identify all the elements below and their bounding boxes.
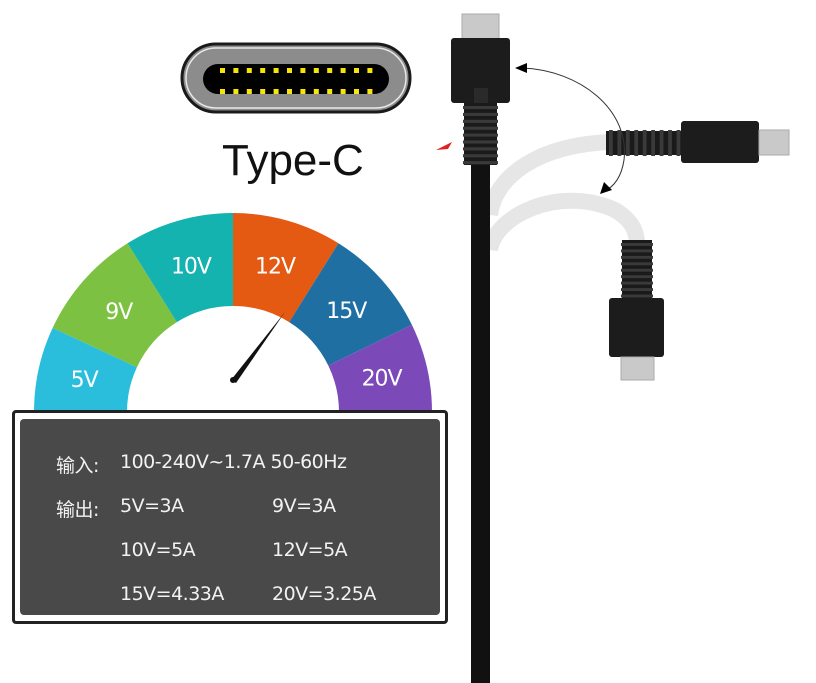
pin <box>340 89 346 94</box>
gauge-segment-label: 9V <box>105 300 133 325</box>
typec-label: Type-C <box>222 136 364 185</box>
output-value: 5V=3A <box>120 495 184 517</box>
rib <box>621 249 653 253</box>
rib <box>634 130 639 156</box>
rib <box>621 294 653 298</box>
gauge-segment-label: 15V <box>326 299 367 324</box>
gauge-segment <box>34 327 137 412</box>
rib <box>463 133 498 137</box>
pin <box>246 89 252 94</box>
rib <box>621 268 653 272</box>
pin <box>327 68 333 73</box>
rib <box>621 288 653 292</box>
gauge-needle <box>230 312 285 383</box>
spec-panel: 输入: 100-240V~1.7A 50-60Hz 输出: 5V=3A 9V=3… <box>12 410 448 624</box>
rib <box>621 255 653 259</box>
output-label: 输出: <box>56 499 99 521</box>
pin <box>287 89 292 94</box>
output-value: 12V=5A <box>272 539 348 561</box>
spec-panel-inner: 输入: 100-240V~1.7A 50-60Hz 输出: 5V=3A 9V=3… <box>20 419 440 615</box>
gauge-segment <box>328 324 432 412</box>
pin <box>313 68 319 73</box>
pin <box>260 89 266 94</box>
gauge-segment-label: 10V <box>171 254 212 279</box>
pin <box>300 89 306 94</box>
pin <box>260 68 266 73</box>
rib <box>617 130 622 156</box>
output-value: 20V=3.25A <box>272 583 376 605</box>
pin <box>354 89 359 94</box>
rib <box>463 161 498 165</box>
gauge-segment-label: 5V <box>71 368 99 393</box>
input-value: 100-240V~1.7A 50-60Hz <box>120 451 347 473</box>
rib <box>463 147 498 151</box>
pin <box>287 68 292 73</box>
rib <box>668 130 672 156</box>
gauge-segment <box>52 243 177 368</box>
rib <box>463 119 498 123</box>
rib <box>463 140 498 144</box>
pin <box>327 89 333 94</box>
pin <box>220 89 225 94</box>
gauge-segment <box>127 213 233 323</box>
pin <box>246 68 252 73</box>
output-value: 9V=3A <box>272 495 336 517</box>
pin <box>273 68 279 73</box>
rib <box>642 130 647 156</box>
pin <box>354 68 359 73</box>
rib <box>621 275 653 279</box>
rib <box>676 130 681 156</box>
rib <box>651 130 656 156</box>
output-value: 15V=4.33A <box>120 583 224 605</box>
gauge-segment <box>289 243 412 366</box>
voltage-gauge: 5V 9V 10V 12V 15V 20V <box>34 213 432 412</box>
rib <box>621 281 653 285</box>
pin <box>233 89 239 94</box>
rib <box>463 126 498 130</box>
cable-illustration <box>436 13 790 683</box>
pin <box>220 68 225 73</box>
pin <box>233 68 239 73</box>
pin <box>300 68 306 73</box>
rib <box>463 112 498 116</box>
rib <box>659 130 664 156</box>
pin <box>273 89 279 94</box>
pin <box>367 68 373 73</box>
rib <box>625 130 630 156</box>
rib <box>463 154 498 158</box>
output-value: 10V=5A <box>120 539 196 561</box>
rib <box>621 262 653 266</box>
rib <box>463 106 498 110</box>
rib <box>609 130 613 156</box>
pin <box>367 89 373 94</box>
pin <box>313 89 319 94</box>
gauge-segment <box>233 213 339 323</box>
rib <box>621 243 653 246</box>
typec-port-icon <box>180 42 412 114</box>
pin <box>340 68 346 73</box>
input-label: 输入: <box>56 455 99 477</box>
gauge-segment-label: 20V <box>362 367 403 392</box>
gauge-segment-label: 12V <box>255 254 296 279</box>
